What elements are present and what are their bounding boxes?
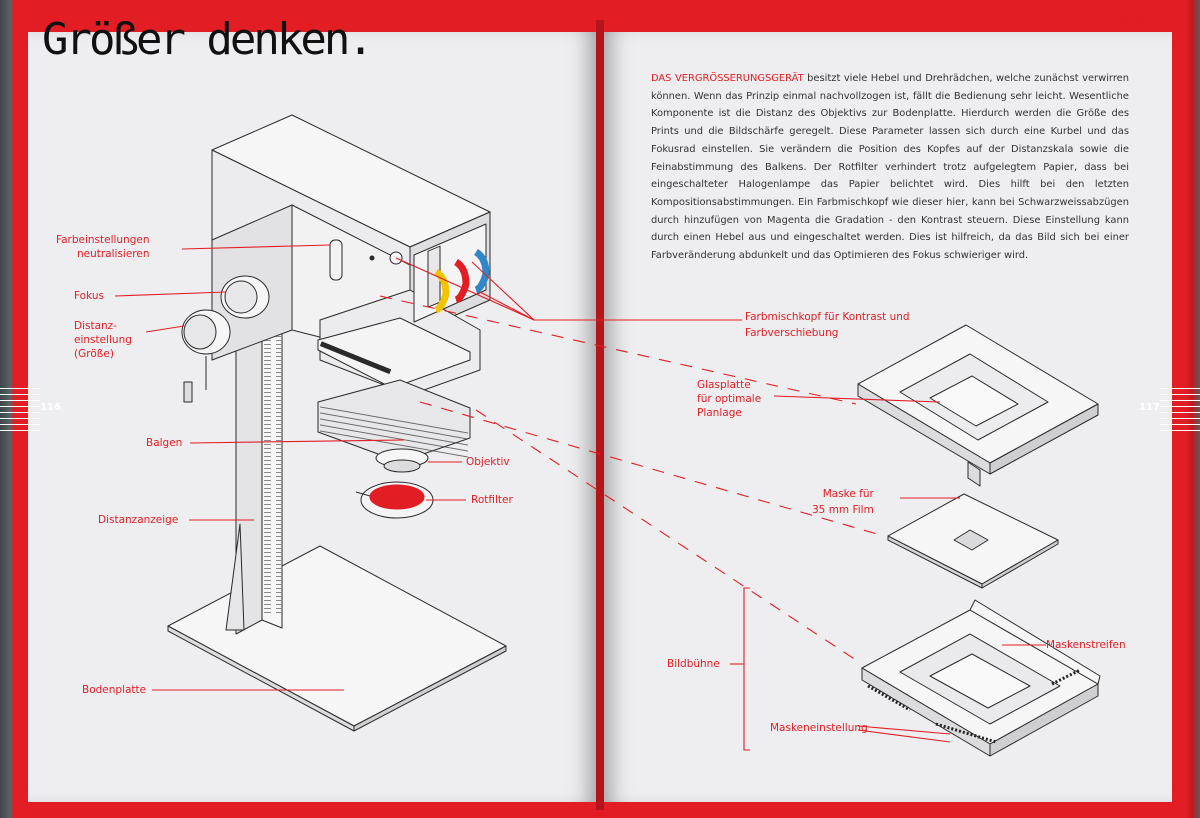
label-maske: Maske für 35 mm Film xyxy=(812,488,874,516)
page-title: Größer denken. xyxy=(42,14,374,65)
page-edge-ticks-left xyxy=(0,388,40,432)
enlarger-illustration xyxy=(167,114,507,732)
page-edge-ticks-right xyxy=(1160,388,1200,432)
label-distanzanzeige: Distanzanzeige xyxy=(98,514,179,526)
negative-carrier-illustration xyxy=(861,599,1101,757)
label-maskeneinstellung: Maskeneinstellung xyxy=(770,722,868,734)
label-rotfilter: Rotfilter xyxy=(471,494,513,506)
leader-lines xyxy=(114,244,1046,751)
label-farbeinstellungen: Farbeinstellungen neutralisieren xyxy=(56,234,150,260)
folio-left: 116 xyxy=(40,402,61,413)
glass-plate-illustration xyxy=(857,324,1099,487)
body-lead: DAS VERGRÖSSERUNGSGERÄT xyxy=(651,73,804,84)
label-bodenplatte: Bodenplatte xyxy=(82,684,147,696)
body-text: DAS VERGRÖSSERUNGSGERÄT besitzt viele He… xyxy=(651,70,1129,265)
label-balgen: Balgen xyxy=(146,437,183,449)
book-spine xyxy=(596,20,604,810)
label-distanzeinstellung: Distanz- einstellung (Größe) xyxy=(74,320,132,360)
label-glasplatte: Glasplatte für optimale Planlage xyxy=(697,379,762,419)
film-mask-illustration xyxy=(887,493,1059,589)
label-farbmischkopf: Farbmischkopf für Kontrast und Farbversc… xyxy=(745,311,910,339)
label-fokus: Fokus xyxy=(74,290,104,302)
label-objektiv: Objektiv xyxy=(466,456,510,468)
right-page-content: DAS VERGRÖSSERUNGSGERÄT besitzt viele He… xyxy=(604,32,1172,802)
running-head: 25 – Der Nassprozess xyxy=(1070,15,1178,26)
folio-right: 117 xyxy=(1139,402,1160,413)
label-maskenstreifen: Maskenstreifen xyxy=(1046,639,1126,651)
body-copy: besitzt viele Hebel und Drehrädchen, wel… xyxy=(651,73,1129,262)
label-bildbuehne: Bildbühne xyxy=(667,658,720,670)
